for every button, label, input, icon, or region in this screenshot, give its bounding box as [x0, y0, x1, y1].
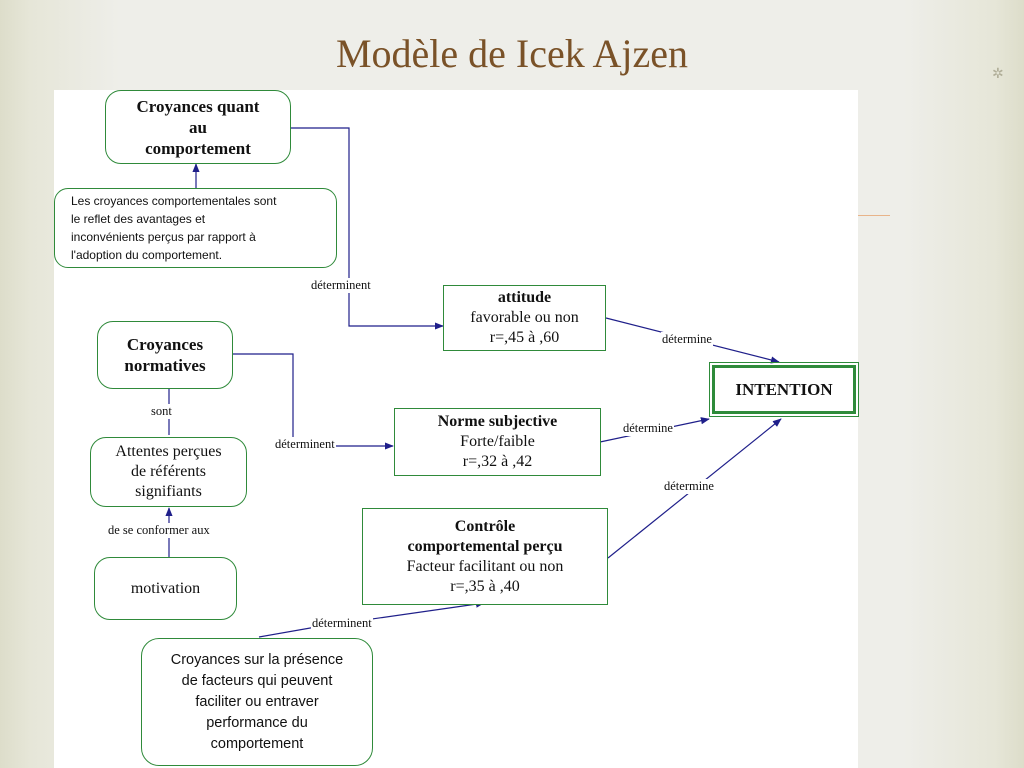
label-determine-controle-intention: détermine	[663, 479, 715, 494]
label-determine-attitude-intention: détermine	[661, 332, 713, 347]
node-croyances-comportementales-desc: Les croyances comportementales sont le r…	[54, 188, 337, 268]
facteurs-line2: de facteurs qui peuvent	[181, 672, 333, 689]
attitude-line1: favorable ou non	[470, 309, 579, 326]
label-determinent-attitude: déterminent	[310, 278, 372, 293]
controle-line2: r=,35 à ,40	[450, 577, 520, 595]
node-croyances-comportement-line3: comportement	[145, 138, 251, 158]
desc-line2: le reflet des avantages et	[71, 212, 206, 226]
label-determinent-norme: déterminent	[274, 437, 336, 452]
node-motivation: motivation	[94, 557, 237, 620]
node-attentes: Attentes perçues de référents signifiant…	[90, 437, 247, 507]
norme-line1: Forte/faible	[460, 433, 535, 450]
desc-line3: inconvénients perçus par rapport à	[71, 230, 256, 244]
diagram-canvas: Croyances quant au comportement Les croy…	[54, 90, 859, 768]
label-sont: sont	[150, 404, 173, 419]
slide-title: Modèle de Icek Ajzen	[335, 31, 689, 76]
attentes-line3: signifiants	[135, 483, 202, 500]
node-croyances-comportement: Croyances quant au comportement	[105, 90, 291, 164]
attentes-line1: Attentes perçues	[115, 443, 222, 460]
node-attitude: attitude favorable ou non r=,45 à ,60	[443, 285, 606, 351]
norme-title: Norme subjective	[437, 413, 558, 430]
facteurs-line5: comportement	[210, 735, 304, 752]
label-determine-norme-intention: détermine	[622, 421, 674, 436]
facteurs-line3: faciliter ou entraver	[195, 693, 319, 710]
node-croyances-facteurs: Croyances sur la présence de facteurs qu…	[141, 638, 373, 766]
intention-label: INTENTION	[735, 380, 833, 399]
connector-normatives-to-norme	[232, 353, 394, 450]
node-controle: Contrôle comportemental perçu Facteur fa…	[362, 508, 608, 605]
label-de-se-conformer: de se conformer aux	[107, 523, 211, 538]
attitude-title: attitude	[497, 289, 552, 306]
node-intention: INTENTION	[709, 362, 859, 417]
label-determinent-controle: déterminent	[311, 616, 373, 631]
norme-line2: r=,32 à ,42	[462, 453, 533, 470]
controle-title1: Contrôle	[454, 517, 516, 535]
node-croyances-normatives: Croyances normatives	[97, 321, 233, 389]
controle-title2: comportemental perçu	[407, 537, 563, 555]
desc-line1: Les croyances comportementales sont	[71, 194, 277, 208]
star-bullet-icon: ✲	[992, 66, 1004, 82]
connector-croyances-to-attitude	[290, 127, 444, 330]
attentes-line2: de référents	[130, 463, 207, 480]
node-croyances-comportement-line2: au	[189, 117, 207, 137]
controle-line1: Facteur facilitant ou non	[406, 557, 564, 575]
normatives-line1: Croyances	[126, 335, 204, 354]
attitude-line2: r=,45 à ,60	[489, 329, 560, 346]
normatives-line2: normatives	[124, 356, 206, 375]
motivation-label: motivation	[130, 579, 201, 597]
facteurs-line1: Croyances sur la présence	[170, 651, 344, 668]
node-croyances-comportement-line1: Croyances quant	[136, 96, 260, 116]
desc-line4: l'adoption du comportement.	[71, 248, 223, 262]
decorative-line	[856, 215, 890, 216]
node-norme-subjective: Norme subjective Forte/faible r=,32 à ,4…	[394, 408, 601, 476]
facteurs-line4: performance du	[206, 714, 308, 731]
